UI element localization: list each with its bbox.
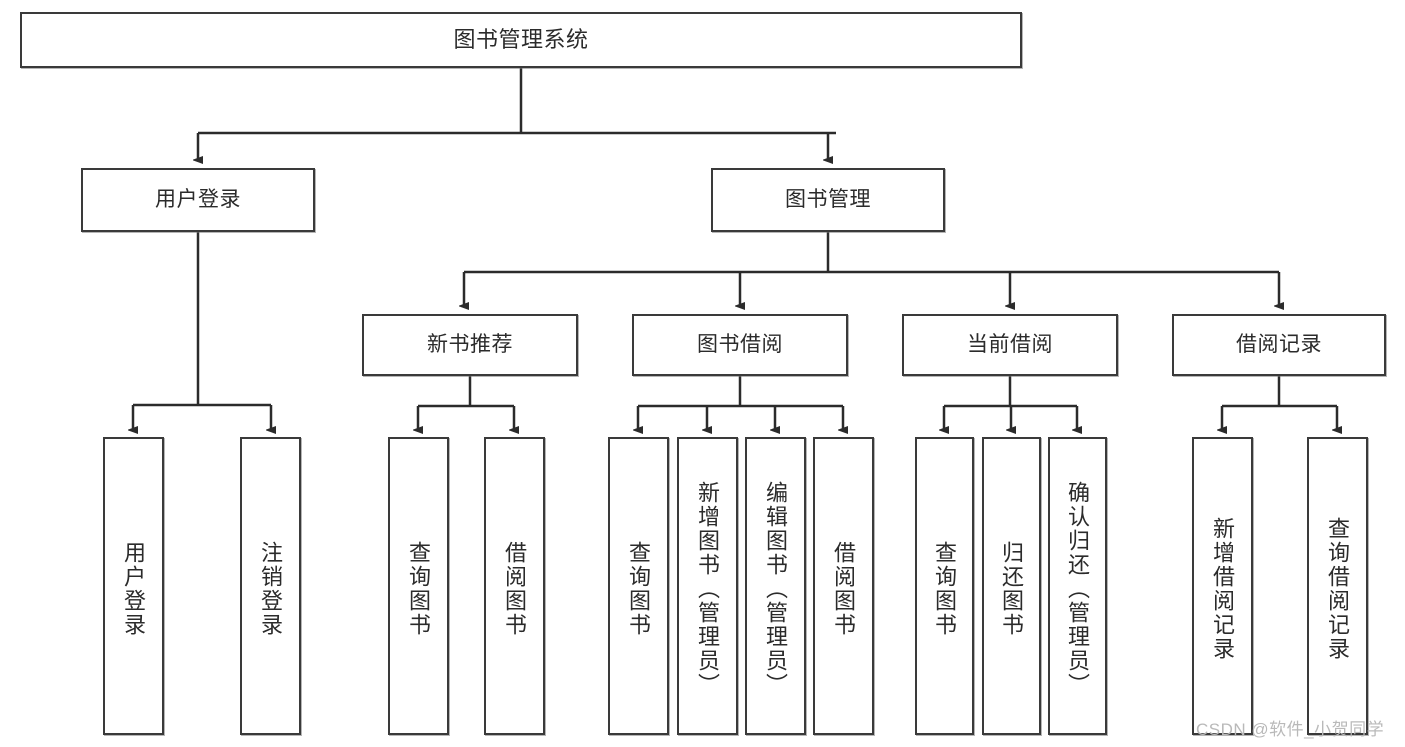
node-leaf-user-login[interactable]: 用户登录: [103, 437, 164, 735]
node-leaf-return-book-label: 归还图书: [999, 541, 1025, 637]
node-book-borrow[interactable]: 图书借阅: [632, 314, 848, 376]
node-leaf-user-login-label: 用户登录: [121, 541, 147, 637]
node-new-book-recommend[interactable]: 新书推荐: [362, 314, 578, 376]
node-borrow-record[interactable]: 借阅记录: [1172, 314, 1386, 376]
node-leaf-confirm-return[interactable]: 确认归还（管理员）: [1048, 437, 1107, 735]
node-current-borrow[interactable]: 当前借阅: [902, 314, 1118, 376]
node-leaf-query-book-1-label: 查询图书: [406, 541, 432, 637]
node-leaf-borrow-book-1-label: 借阅图书: [502, 541, 528, 637]
node-current-borrow-label: 当前借阅: [967, 332, 1053, 356]
node-leaf-query-book-3[interactable]: 查询图书: [915, 437, 974, 735]
node-root[interactable]: 图书管理系统: [20, 12, 1022, 68]
node-new-book-recommend-label: 新书推荐: [427, 332, 513, 356]
node-user-login[interactable]: 用户登录: [81, 168, 315, 232]
node-leaf-query-record-label: 查询借阅记录: [1325, 517, 1351, 661]
node-root-label: 图书管理系统: [453, 27, 589, 53]
node-leaf-borrow-book-2[interactable]: 借阅图书: [813, 437, 874, 735]
node-book-borrow-label: 图书借阅: [697, 332, 783, 356]
node-leaf-add-book[interactable]: 新增图书（管理员）: [677, 437, 738, 735]
watermark: CSDN @软件_小贺同学: [1196, 720, 1385, 739]
node-book-management[interactable]: 图书管理: [711, 168, 945, 232]
node-leaf-edit-book-label: 编辑图书（管理员）: [763, 481, 789, 697]
node-borrow-record-label: 借阅记录: [1236, 332, 1322, 356]
node-leaf-logout-label: 注销登录: [258, 541, 284, 637]
node-leaf-borrow-book-1[interactable]: 借阅图书: [484, 437, 545, 735]
node-leaf-add-book-label: 新增图书（管理员）: [695, 481, 721, 697]
node-leaf-edit-book[interactable]: 编辑图书（管理员）: [745, 437, 806, 735]
node-leaf-add-record-label: 新增借阅记录: [1210, 517, 1236, 661]
node-leaf-query-book-3-label: 查询图书: [932, 541, 958, 637]
node-leaf-confirm-return-label: 确认归还（管理员）: [1065, 481, 1091, 697]
node-leaf-borrow-book-2-label: 借阅图书: [831, 541, 857, 637]
node-leaf-query-book-1[interactable]: 查询图书: [388, 437, 449, 735]
node-leaf-logout[interactable]: 注销登录: [240, 437, 301, 735]
node-leaf-query-book-2[interactable]: 查询图书: [608, 437, 669, 735]
node-book-management-label: 图书管理: [785, 187, 871, 211]
node-user-login-label: 用户登录: [155, 187, 241, 211]
node-leaf-return-book[interactable]: 归还图书: [982, 437, 1041, 735]
node-leaf-query-record[interactable]: 查询借阅记录: [1307, 437, 1368, 735]
node-leaf-add-record[interactable]: 新增借阅记录: [1192, 437, 1253, 735]
node-leaf-query-book-2-label: 查询图书: [626, 541, 652, 637]
